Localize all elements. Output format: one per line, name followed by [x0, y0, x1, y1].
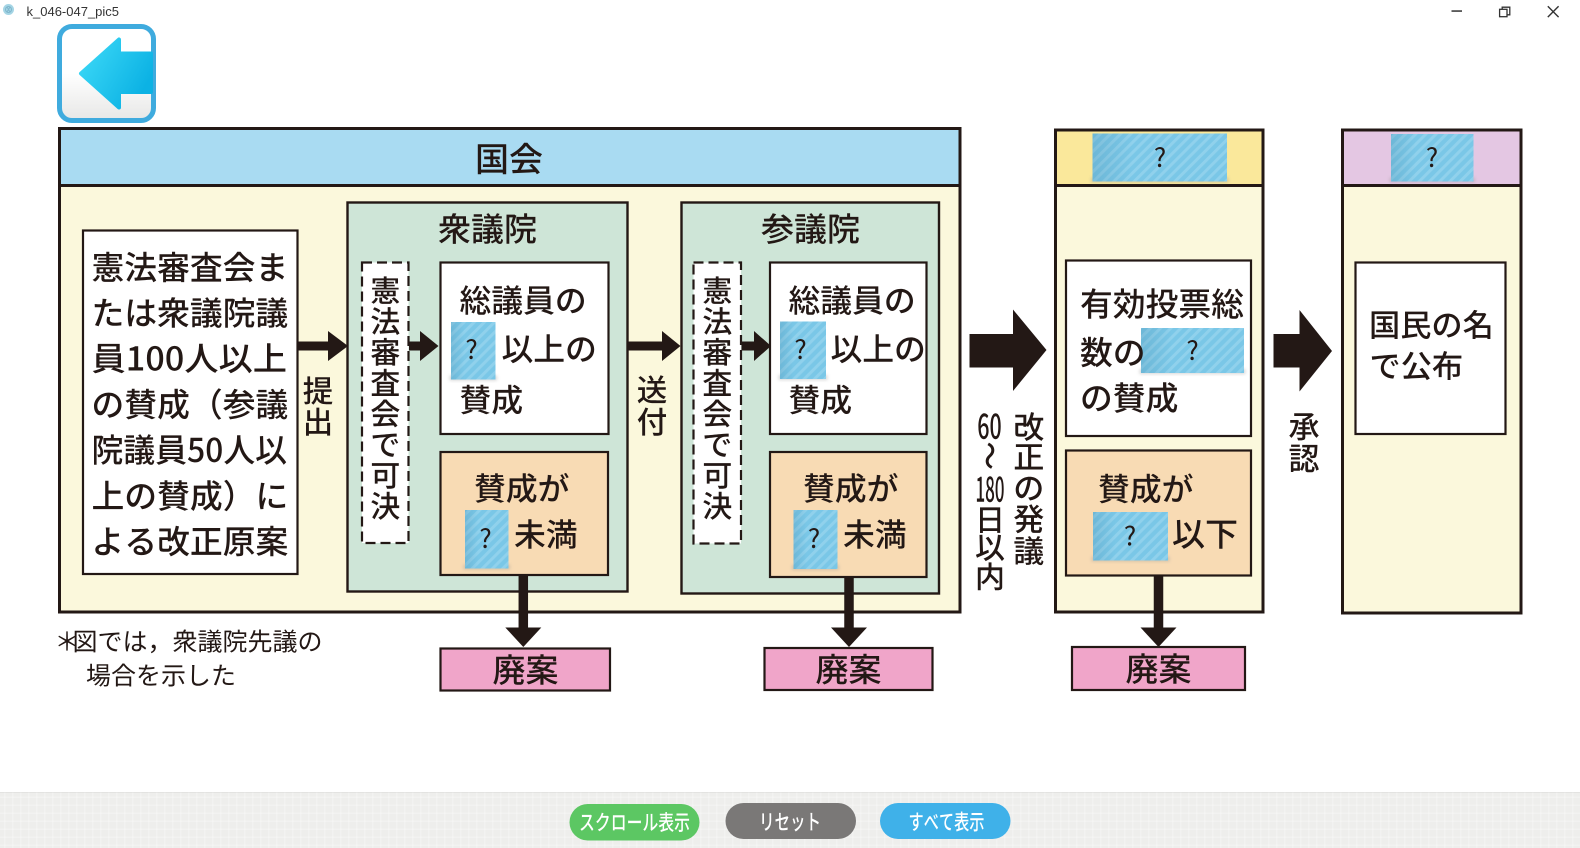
svg-text:k_046-047_pic5: k_046-047_pic5 [27, 4, 120, 19]
